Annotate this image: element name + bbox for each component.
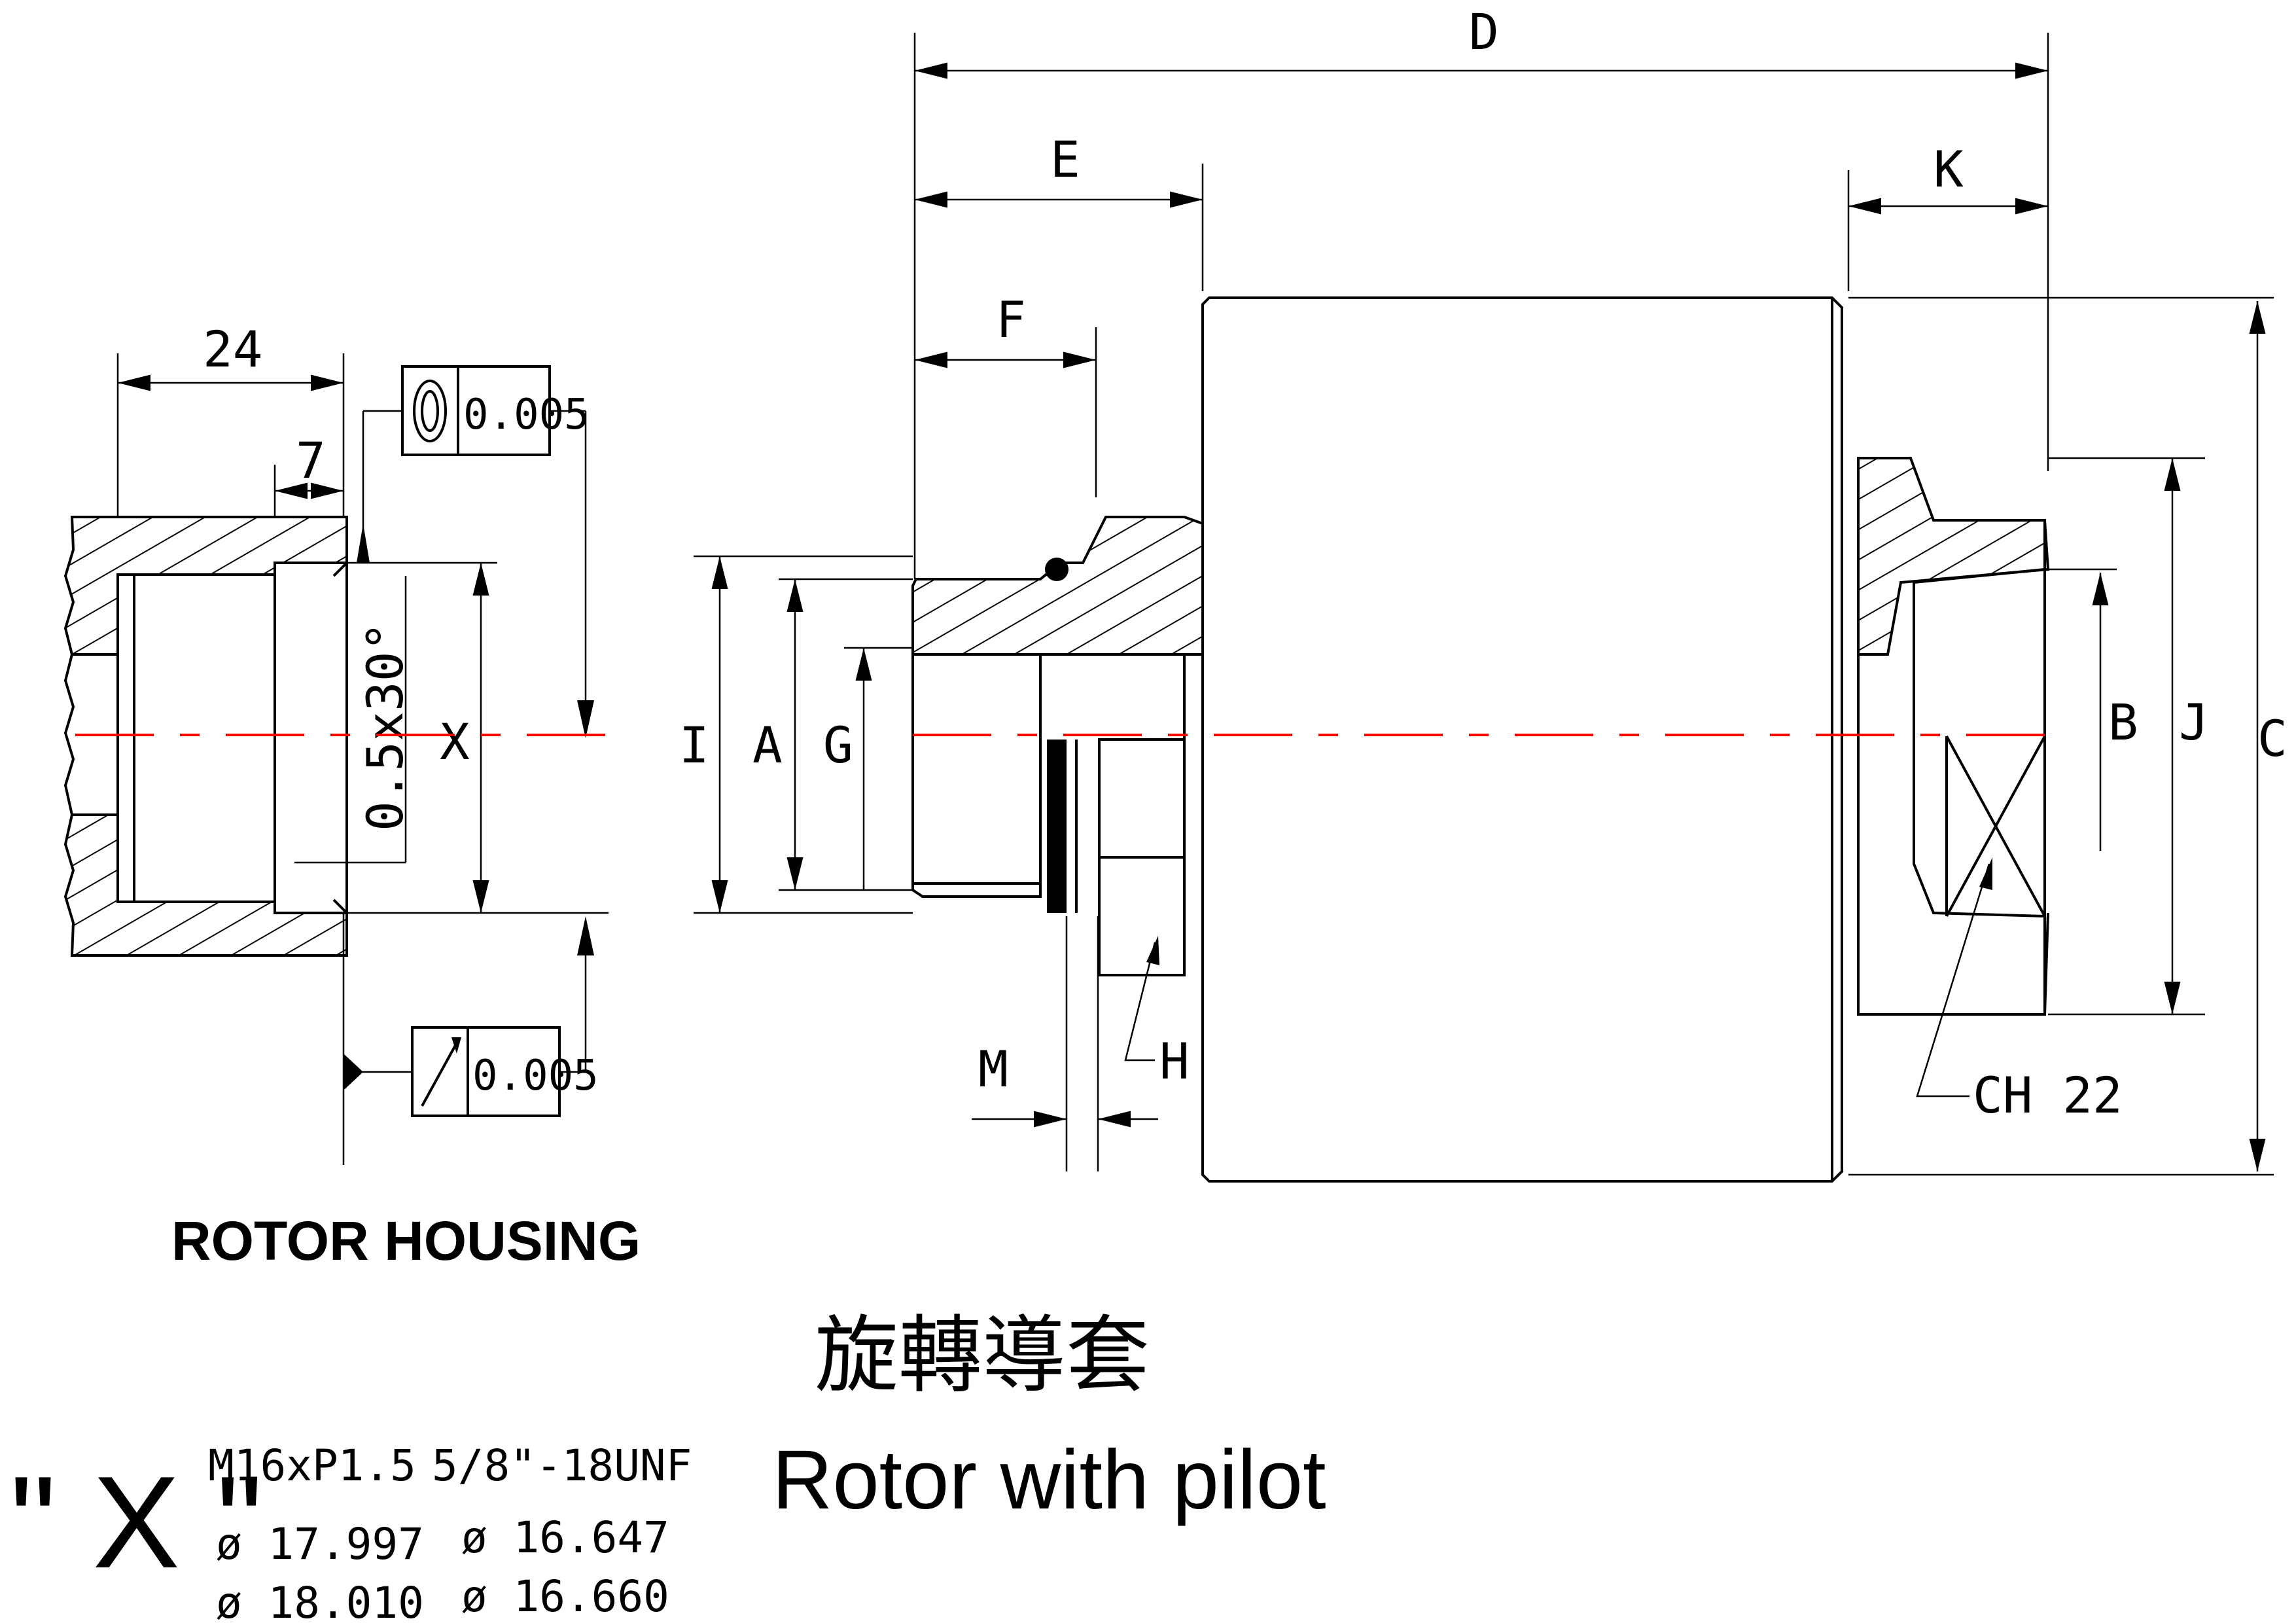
dim-24-label: 24: [203, 320, 263, 378]
col2-value-2: ø 16.660: [461, 1571, 669, 1622]
rotor-view: D E F K I A G B J: [679, 3, 2287, 1527]
end-cap-section: [1857, 457, 2050, 656]
hex-nut: [1098, 738, 1186, 976]
dim-7-label: 7: [296, 431, 326, 490]
x-table-label: " X ": [10, 1450, 263, 1596]
dim-h: H: [1159, 1032, 1190, 1090]
col1-value-1: ø 17.997: [216, 1519, 424, 1569]
col2-value-1: ø 16.647: [461, 1512, 669, 1563]
rotor-title-en: Rotor with pilot: [772, 1433, 1326, 1527]
housing-title: ROTOR HOUSING: [171, 1210, 641, 1272]
col1-value-2: ø 18.010: [216, 1578, 424, 1623]
concentricity-frame: 0.005: [357, 365, 594, 738]
dim-g: G: [823, 716, 853, 774]
dim-i: I: [679, 716, 709, 774]
o-ring: [1047, 740, 1067, 913]
dim-k: K: [1934, 140, 1964, 198]
col1-header: M16xP1.5: [208, 1440, 416, 1491]
dim-b: B: [2108, 693, 2138, 751]
dim-c: C: [2257, 709, 2287, 768]
dim-e: E: [1050, 130, 1080, 188]
end-hex: [1913, 567, 2046, 918]
housing-top-wall: [63, 516, 348, 656]
rotor-title-cn: 旋轉導套: [815, 1307, 1150, 1404]
runout-value: 0.005: [472, 1052, 599, 1100]
col2-header: 5/8"-18UNF: [432, 1440, 692, 1491]
runout-frame: 0.005: [342, 913, 599, 1165]
housing-bottom-wall: [63, 813, 348, 957]
dim-ch22: CH 22: [1973, 1066, 2123, 1124]
bore-x-label: X: [440, 713, 470, 771]
rotor-body: [1201, 296, 1843, 1183]
x-table: " X " M16xP1.5 ø 17.997 ø 18.010 5/8"-18…: [10, 1440, 692, 1623]
dim-d: D: [1469, 3, 1499, 61]
dim-j: J: [2179, 693, 2209, 751]
rotor-housing-view: 24 7 0.5x30° X 0.005: [63, 320, 641, 1272]
pilot-upper-section: [911, 516, 1204, 656]
dim-a: A: [752, 716, 783, 774]
pilot-shaft: [911, 654, 1042, 898]
chamfer-note: 0.5x30°: [356, 622, 414, 831]
dim-m: M: [978, 1040, 1008, 1098]
concentricity-value: 0.005: [463, 391, 590, 439]
dim-f: F: [996, 291, 1026, 349]
